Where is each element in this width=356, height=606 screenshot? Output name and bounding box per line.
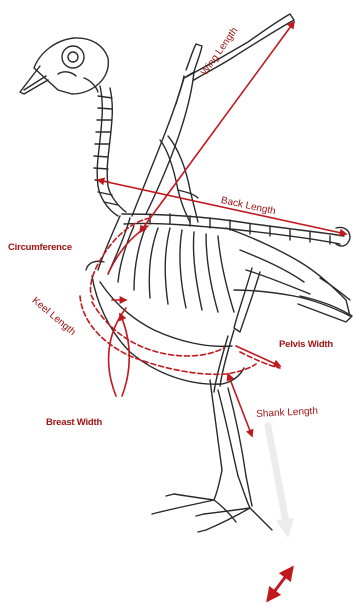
tail	[298, 278, 352, 322]
spine	[122, 214, 344, 244]
circumference-curve-2	[108, 226, 148, 274]
pelvis-width-curve	[240, 352, 280, 368]
bottom-double-arrow	[268, 568, 292, 600]
ribs	[118, 226, 234, 312]
ghost-arrow	[268, 426, 294, 538]
shank-length-line	[228, 374, 252, 436]
breast-width-label: Breast Width	[46, 418, 102, 428]
leg-bones	[152, 268, 272, 532]
neck-vertebrae	[94, 86, 126, 216]
skull	[20, 38, 108, 94]
pelvis-width-arrow	[236, 346, 280, 366]
circumference-label: Circumference	[8, 243, 72, 253]
pelvis	[226, 227, 350, 316]
wing-bones	[132, 14, 294, 222]
skeleton	[20, 14, 352, 532]
pelvis-width-label: Pelvis Width	[279, 340, 333, 350]
